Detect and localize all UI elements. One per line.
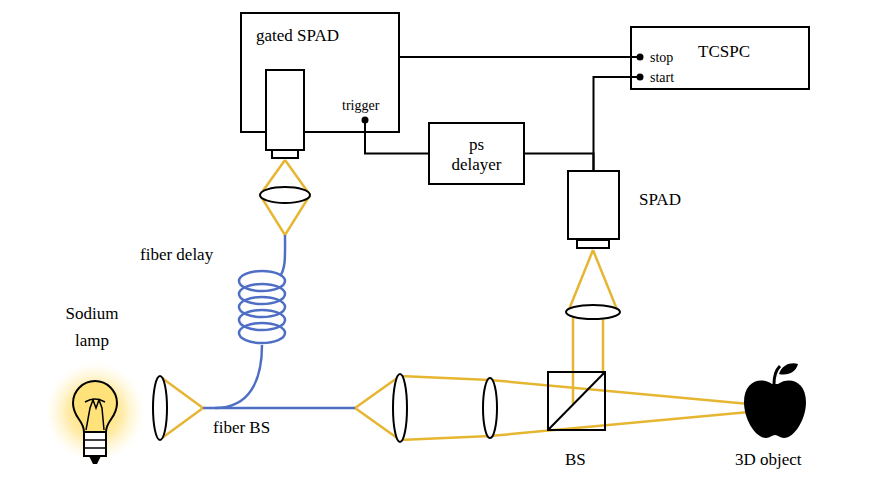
lens — [153, 187, 620, 442]
signal-wire — [594, 77, 631, 170]
delay-box: ps delayer — [428, 122, 525, 185]
node-label: TCSPC — [698, 42, 750, 62]
spad-detector: SPAD — [567, 170, 620, 240]
signal-wire — [365, 133, 428, 154]
sodium-lamp — [45, 362, 145, 464]
part-label: 3D object — [735, 450, 802, 470]
apple-object — [744, 363, 806, 438]
node-label: trigger — [342, 98, 379, 114]
part-label: fiber delay — [140, 245, 213, 265]
tcspc-box: TCSPC stop start — [630, 26, 810, 90]
optical-fiber — [203, 235, 355, 408]
node-label: stop — [650, 50, 673, 66]
part-label: BS — [565, 450, 586, 470]
part-label: Sodium lamp — [52, 300, 132, 354]
signal-wire — [525, 154, 594, 171]
beam-splitter — [548, 372, 605, 430]
node-label: gated SPAD — [256, 26, 339, 46]
light-beams — [162, 160, 760, 440]
detector-window — [577, 240, 609, 248]
signal-wire — [400, 56, 630, 58]
gated-detector-box: gated SPAD trigger — [240, 12, 400, 133]
node-label: ps delayer — [445, 135, 509, 174]
node-label: start — [650, 70, 674, 86]
node-label: SPAD — [639, 190, 681, 210]
part-label: fiber BS — [213, 418, 270, 438]
